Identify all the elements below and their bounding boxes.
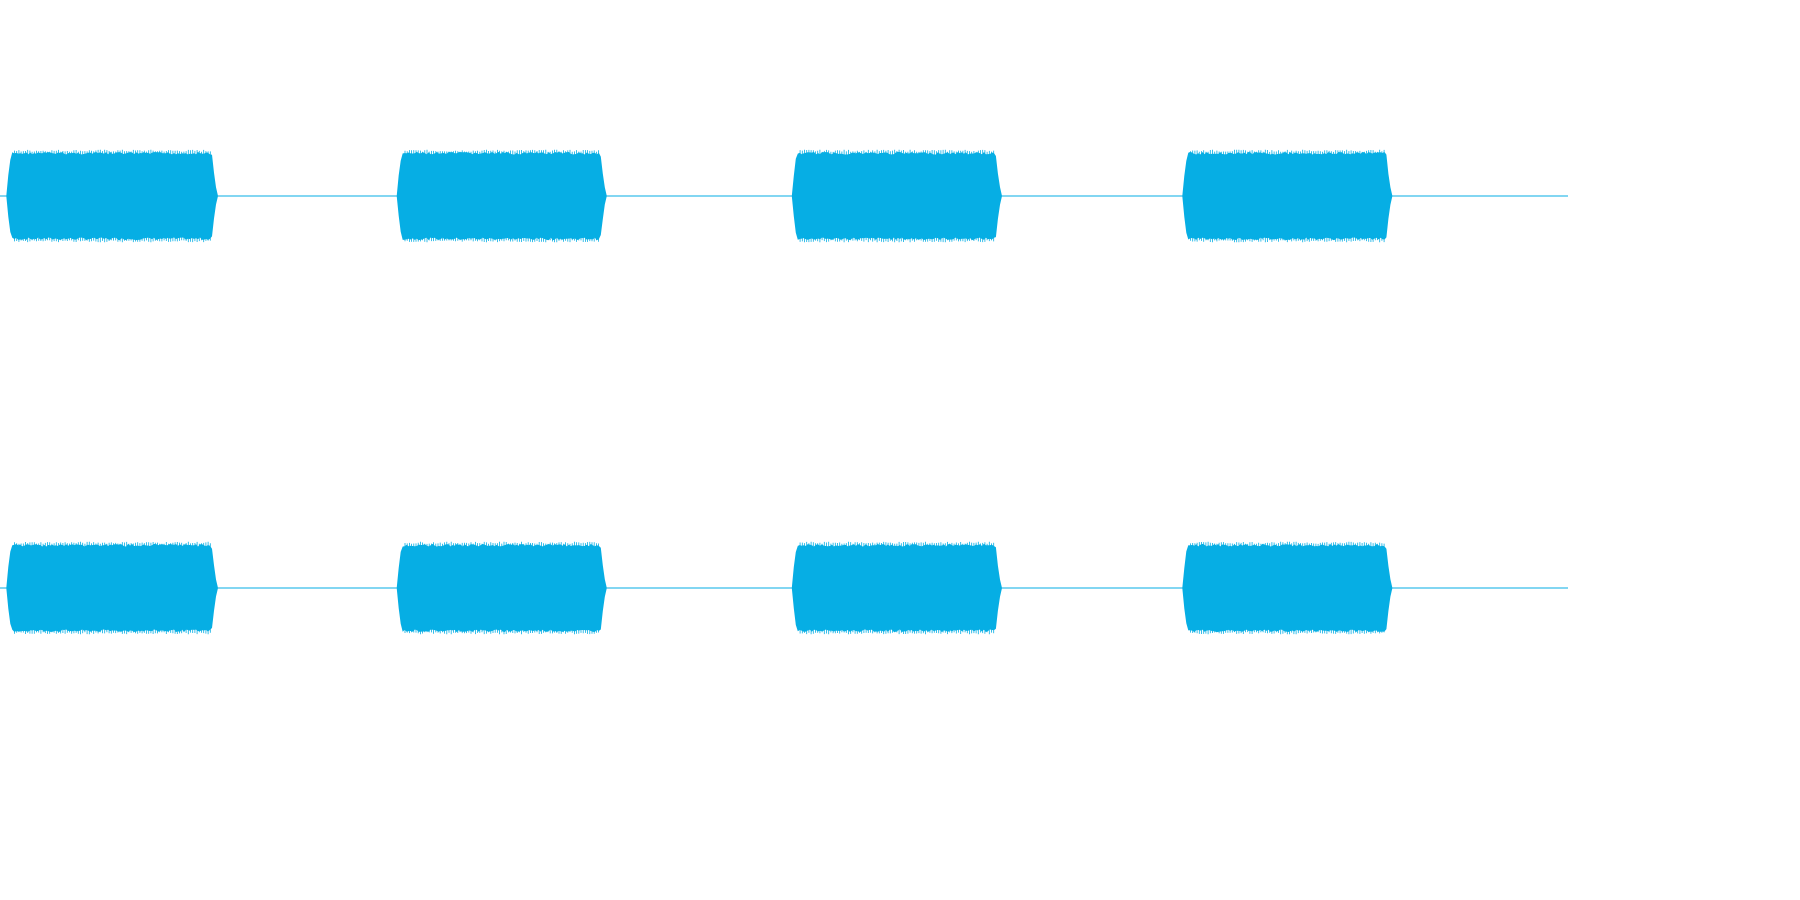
waveform-burst-peaks [404,541,599,635]
waveform-burst-peaks [1190,541,1385,635]
waveform-burst-peaks [14,541,211,635]
waveform-burst-2 [396,543,607,633]
waveform-burst-3 [791,151,1002,240]
waveform-burst-1 [6,151,218,241]
channel-1 [0,149,1568,243]
waveform-burst-1 [6,543,218,632]
waveform-burst-peaks [799,541,995,635]
waveform-burst-2 [396,151,607,241]
waveform-burst-peaks [14,149,211,243]
waveform-burst-peaks [404,149,599,243]
channel-2 [0,541,1568,635]
waveform-burst-peaks [1190,149,1385,243]
waveform-burst-4 [1182,151,1393,241]
waveform-burst-4 [1182,543,1393,633]
waveform-burst-peaks [799,149,995,243]
waveform-burst-3 [791,543,1002,633]
